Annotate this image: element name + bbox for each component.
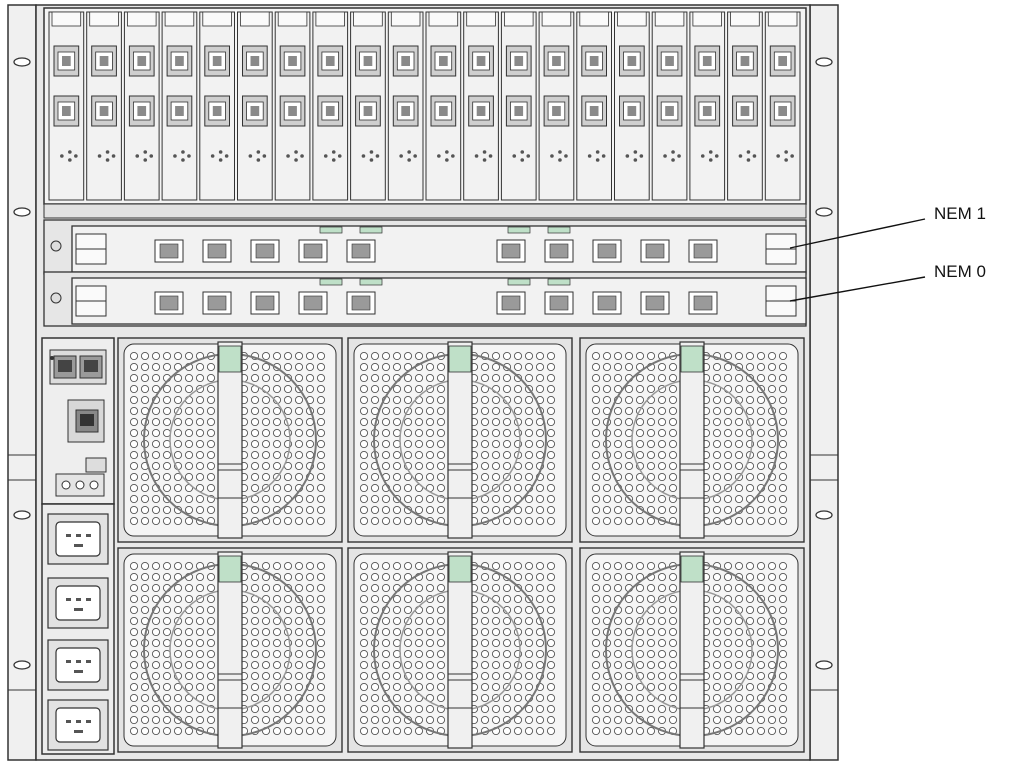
fan-module bbox=[347, 547, 573, 753]
rack-hole-right bbox=[815, 57, 833, 67]
blade-slot bbox=[727, 11, 763, 201]
blade-slot bbox=[312, 11, 349, 201]
rack-hole-left bbox=[13, 510, 31, 520]
blade-bay bbox=[43, 7, 807, 205]
blade-slot bbox=[764, 11, 801, 201]
power-inlet bbox=[47, 699, 109, 751]
callout-label-nem-0: NEM 0 bbox=[934, 262, 986, 281]
blade-slot bbox=[651, 11, 688, 201]
blade-slot bbox=[86, 11, 122, 201]
rack-hole-right bbox=[815, 510, 833, 520]
blade-slot bbox=[538, 11, 575, 201]
nem-modules bbox=[43, 219, 807, 327]
rack-mount-holes bbox=[13, 57, 833, 670]
blade-slot bbox=[123, 11, 160, 201]
blade-slot bbox=[274, 11, 311, 201]
blade-slot bbox=[48, 11, 85, 201]
power-inlet bbox=[47, 577, 109, 629]
blade-bay-divider bbox=[43, 203, 807, 219]
blade-slot bbox=[576, 11, 612, 201]
blade-slot bbox=[425, 11, 462, 201]
callout-nem-0: NEM 0 bbox=[789, 262, 986, 302]
fan-modules bbox=[117, 337, 805, 753]
fan-module bbox=[579, 547, 805, 753]
blade-slot bbox=[199, 11, 236, 201]
blade-slot bbox=[500, 11, 537, 201]
rack-hole-left bbox=[13, 660, 31, 670]
blade-slot bbox=[350, 11, 386, 201]
blade-slot bbox=[614, 11, 650, 201]
callout-leader-line-nem-1 bbox=[789, 218, 926, 249]
nem-0-module bbox=[43, 271, 807, 327]
fan-module bbox=[579, 337, 805, 543]
callout-nem-1: NEM 1 bbox=[789, 204, 986, 249]
nem-1-module bbox=[43, 219, 807, 275]
fan-module bbox=[347, 337, 573, 543]
blade-slot bbox=[463, 11, 499, 201]
rack-hole-right bbox=[815, 207, 833, 217]
blade-slot bbox=[689, 11, 726, 201]
blade-slot bbox=[161, 11, 198, 201]
fan-module bbox=[117, 337, 343, 543]
callout-leader-line-nem-0 bbox=[789, 276, 926, 302]
rack-hole-right bbox=[815, 660, 833, 670]
rack-hole-left bbox=[13, 57, 31, 67]
power-supply-inlets bbox=[41, 503, 115, 755]
blade-slot bbox=[237, 11, 273, 201]
cmm-module bbox=[41, 337, 115, 505]
power-inlet bbox=[47, 513, 109, 565]
rack-hole-left bbox=[13, 207, 31, 217]
power-inlet bbox=[47, 639, 109, 691]
callout-label-nem-1: NEM 1 bbox=[934, 204, 986, 223]
fan-module bbox=[117, 547, 343, 753]
blade-slot bbox=[387, 11, 424, 201]
